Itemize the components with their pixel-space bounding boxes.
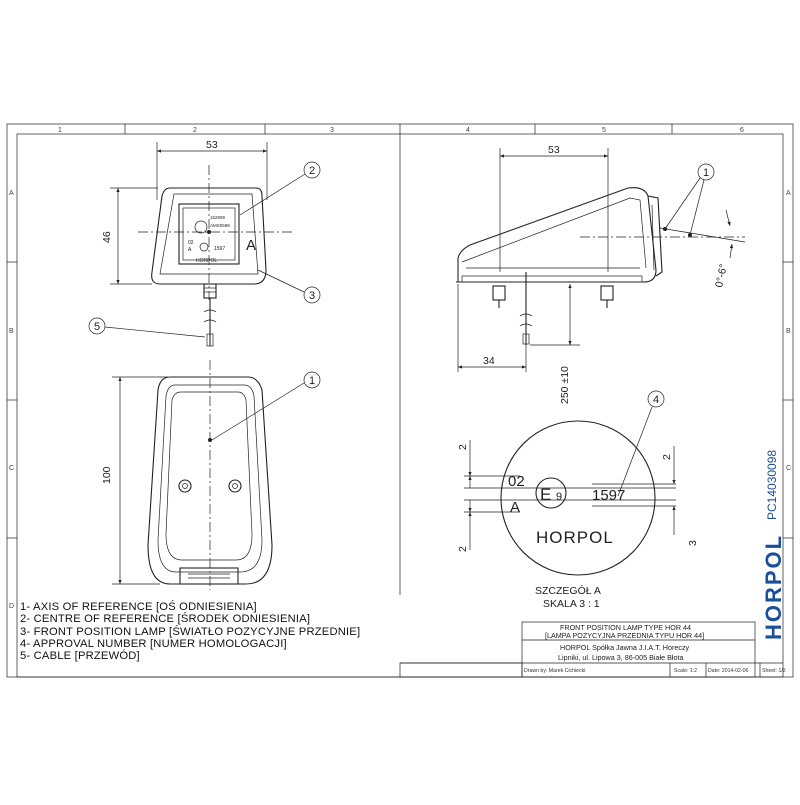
grid-row-a: A (9, 190, 14, 197)
lens-text-5: 1597 (214, 246, 225, 252)
detail-caption-title: SZCZEGÓŁ A (535, 584, 601, 597)
dim-cable-length: 250 ±10 (559, 366, 571, 404)
grid-col-3: 3 (330, 127, 334, 134)
grid-row-a-right: A (786, 190, 791, 197)
grid-col-6: 6 (740, 127, 744, 134)
bottom-view: 100 1 (101, 360, 321, 590)
detail-approval-line-1: 02 (508, 473, 525, 490)
lens-text-4: A (188, 247, 192, 253)
legend-item-4: 4- APPROVAL NUMBER [NUMER HOMOLOGACJI] (20, 638, 287, 650)
detail-approval-number: 1597 (592, 487, 625, 504)
callout-1-bottom: 1 (309, 375, 315, 387)
legend-item-1: 1- AXIS OF REFERENCE [OŚ ODNIESIENIA] (20, 600, 257, 613)
horpol-logo: HORPOL (761, 534, 786, 640)
callout-2: 2 (309, 165, 315, 177)
side-branding: PC14030098 HORPOL (761, 450, 786, 640)
title-block-subtitle: [LAMPA POZYCYJNA PRZEDNIA TYPU HOR 44] (545, 631, 704, 640)
callout-1-side: 1 (703, 167, 709, 179)
grid-row-c-right: C (786, 465, 791, 472)
detail-approval-line-2: A (510, 499, 520, 516)
title-block: FRONT POSITION LAMP TYPE HOR 44 [LAMPA P… (399, 621, 786, 678)
grid-row-b-right: B (786, 328, 791, 335)
side-view: 53 34 250 ±10 0° (456, 144, 746, 404)
dim-bottom-length: 100 (101, 466, 113, 484)
grid-col-4: 4 (466, 127, 470, 134)
grid-col-2: 2 (193, 127, 197, 134)
callout-5: 5 (94, 321, 100, 333)
dim-front-height: 46 (101, 231, 113, 243)
lens-text-6: HORPOL (196, 258, 217, 264)
title-block-scale: Scale: 1:2 (674, 668, 697, 674)
grid-row-labels: A B C D A B C (9, 190, 791, 610)
legend-item-2: 2- CENTRE OF REFERENCE [ŚRODEK ODNIESIEN… (20, 612, 310, 625)
callout-4: 4 (653, 394, 659, 406)
lens-text-3: 02 (188, 240, 194, 246)
detail-brand: HORPOL (536, 528, 614, 547)
title-block-sheet: Sheet: 1/2 (762, 668, 786, 674)
grid-row-b: B (9, 328, 14, 335)
dim-angle: 0°-6° (713, 263, 730, 289)
title-block-title: FRONT POSITION LAMP TYPE HOR 44 (560, 623, 691, 632)
dim-front-width: 53 (206, 139, 218, 151)
detail-caption-scale: SKALA 3 : 1 (543, 598, 600, 610)
dim-side-width: 53 (548, 144, 560, 156)
grid-col-1: 1 (58, 127, 62, 134)
legend-item-3: 3- FRONT POSITION LAMP [ŚWIATŁO POZYCYJN… (20, 625, 360, 638)
title-block-date: Date: 2014-02-06 (708, 668, 748, 674)
lens-text-1: 152599 (210, 215, 226, 220)
lens-text-2: AMS0598 (210, 223, 230, 228)
title-block-drawn-by: Drawn by: Marek Cichiecki (524, 668, 585, 674)
grid-col-5: 5 (602, 127, 606, 134)
legend-item-5: 5- CABLE [PRZEWÓD] (20, 649, 140, 662)
drawing-frame (6, 123, 794, 678)
dim-side-offset: 34 (483, 355, 495, 367)
legend: 1- AXIS OF REFERENCE [OŚ ODNIESIENIA] 2-… (20, 600, 360, 662)
front-view: 53 152599 AMS0598 02 A 1597 HORPOL 46 A (88, 139, 321, 347)
detail-view-marker: A (246, 237, 256, 254)
detail-e-mark: E (540, 485, 551, 504)
grid-row-d: D (9, 603, 14, 610)
dim-detail-bottom: 2 (457, 546, 469, 552)
dim-detail-top: 2 (457, 444, 469, 450)
part-number: PC14030098 (765, 450, 779, 520)
detail-e-sub: 9 (556, 491, 562, 503)
grid-column-labels: 1 2 3 4 5 6 (58, 127, 744, 134)
callout-3: 3 (309, 290, 315, 302)
detail-view-a: 02 A E 9 1597 HORPOL 2 2 2 3 4 SZCZEGÓŁ … (457, 390, 699, 610)
title-block-company: HORPOL Spółka Jawna J.I.A.T. Horeczy (560, 643, 690, 652)
grid-row-c: C (9, 465, 14, 472)
dim-detail-right-bottom: 3 (687, 540, 699, 546)
dim-detail-right-top: 2 (661, 454, 673, 460)
title-block-address: Lipniki, ul. Lipowa 3, 86-005 Białe Błot… (558, 653, 683, 662)
